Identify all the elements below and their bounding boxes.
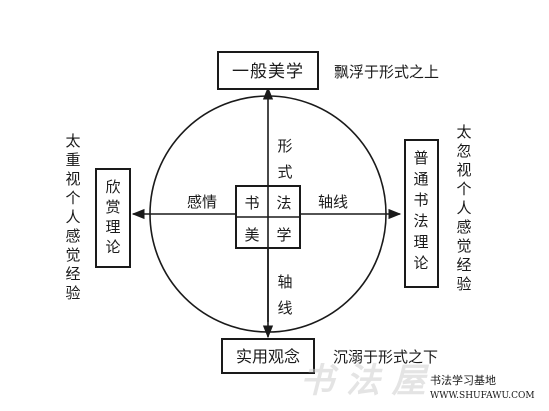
axis-label-right: 轴线 (318, 193, 348, 211)
left-box-label: 欣赏理论 (105, 178, 120, 256)
bottom-box-label: 实用观念 (236, 347, 300, 366)
bottom-box (221, 338, 315, 374)
watermark-logo: 书 法 屋 (300, 361, 430, 401)
watermark-url: WWW.SHUFAWU.COM (430, 391, 535, 401)
axis-label-left: 感情 (187, 193, 217, 211)
top-box-label: 一般美学 (232, 62, 304, 82)
center-cell-1: 书 (244, 194, 259, 212)
axis-label-top: 形式 (277, 137, 292, 181)
right-box-label: 普通书法理论 (413, 149, 428, 272)
right-box (404, 139, 439, 288)
left-note: 太重视个人感觉经验 (65, 132, 80, 302)
bottom-box-note: 沉溺于形式之下 (333, 348, 438, 366)
top-box-note: 飘浮于形式之上 (334, 63, 439, 81)
top-box (217, 51, 319, 90)
left-box (95, 168, 131, 268)
center-cell-3: 美 (244, 226, 259, 244)
watermark-site: 书法学习基地 (430, 373, 496, 387)
center-cell-2: 法 (276, 194, 291, 212)
right-note: 太忽视个人感觉经验 (456, 123, 471, 293)
axis-label-bottom: 轴线 (277, 273, 292, 317)
center-cell-4: 学 (276, 226, 291, 244)
